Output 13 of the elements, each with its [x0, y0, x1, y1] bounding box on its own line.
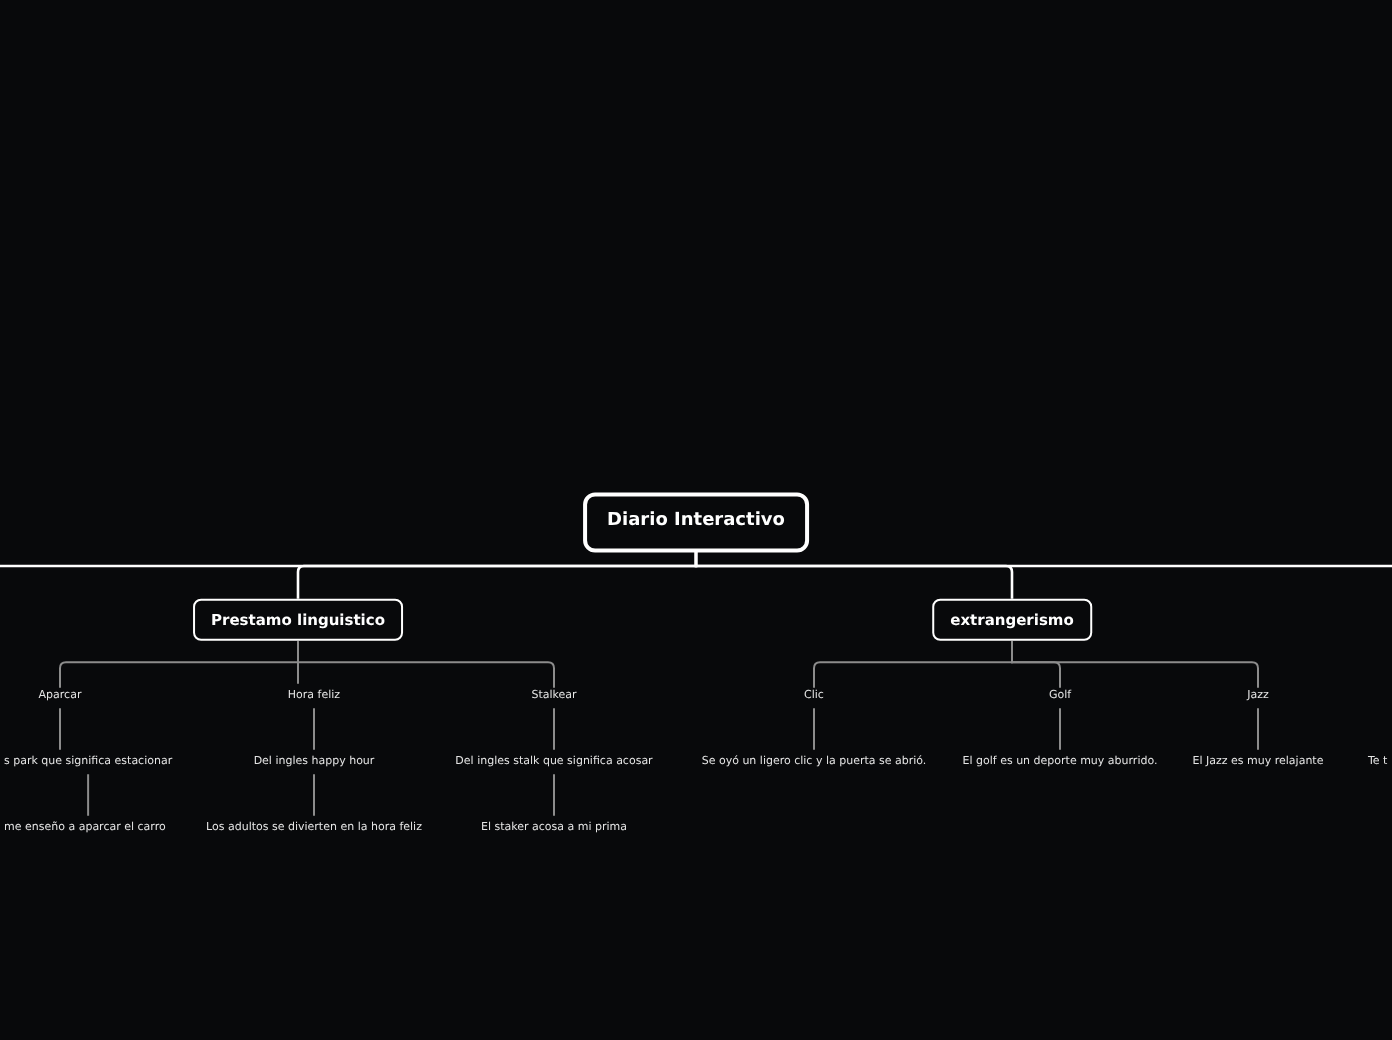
- connector-line: [553, 773, 555, 817]
- connector-line: [297, 640, 555, 689]
- connector-line: [813, 707, 815, 751]
- connector-line: [553, 707, 555, 751]
- connector-line: [1059, 707, 1061, 751]
- connector-line: [59, 707, 61, 751]
- connector-line: [87, 773, 90, 817]
- connector-line: [1011, 640, 1259, 689]
- connector-line: [1257, 707, 1259, 751]
- root-topic-box: Diario Interactivo: [583, 492, 809, 552]
- connector-line: [313, 773, 315, 817]
- connector-line: [313, 707, 315, 751]
- connector-line: [694, 551, 1392, 568]
